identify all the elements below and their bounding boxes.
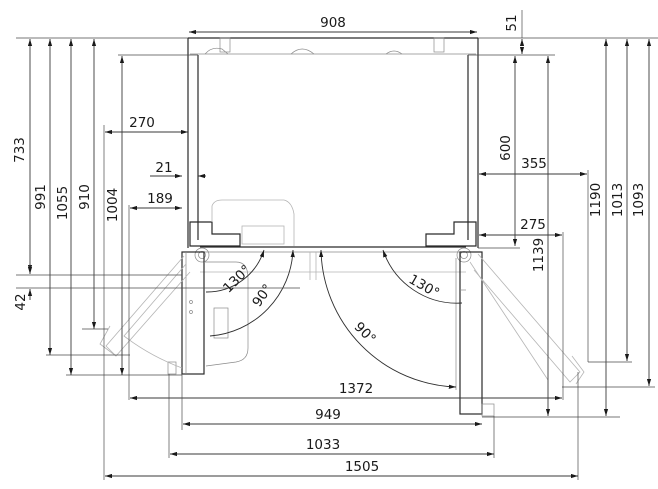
fridge-cabinet	[187, 37, 479, 280]
dim-1033: 1033	[306, 437, 340, 453]
left-hinge	[189, 199, 295, 263]
dim-1139: 1139	[531, 238, 547, 272]
right-door-90	[455, 251, 495, 417]
dim-733: 733	[12, 137, 28, 163]
angle-left-90: 90°	[249, 281, 276, 310]
dim-1372: 1372	[339, 381, 373, 397]
dim-949: 949	[315, 407, 341, 423]
dim-21: 21	[155, 160, 172, 176]
angle-arcs	[205, 249, 463, 389]
dim-600: 600	[498, 135, 514, 161]
dim-189: 189	[147, 191, 173, 207]
dim-355: 355	[521, 156, 547, 172]
dim-42: 42	[13, 293, 29, 310]
dim-1055: 1055	[55, 186, 71, 220]
dim-1004: 1004	[105, 188, 121, 222]
right-door-130-ghost	[469, 253, 585, 385]
dim-270: 270	[129, 115, 155, 131]
dim-991: 991	[33, 184, 49, 210]
angle-left-130: 130°	[220, 262, 254, 296]
dim-1190: 1190	[588, 183, 604, 217]
angle-labels: 130° 90° 130° 90°	[220, 262, 442, 347]
horizontal-dimensions: 908 270 21 189 355 275 1372 949 103	[103, 15, 589, 480]
left-door-130-ghost	[99, 255, 191, 369]
dim-1505: 1505	[345, 459, 379, 475]
dim-1013: 1013	[610, 183, 626, 217]
angle-right-130: 130°	[406, 271, 442, 301]
angle-right-90: 90°	[351, 319, 379, 347]
dim-1093: 1093	[631, 183, 647, 217]
vertical-dimensions-left: 733 991 1055 910 1004 42	[12, 37, 300, 376]
vertical-dimensions-right: 51 600 1139 1190 1013 1093	[468, 10, 658, 418]
dim-908: 908	[320, 15, 346, 31]
left-door-90	[167, 251, 249, 375]
dim-275: 275	[520, 217, 546, 233]
dim-51: 51	[504, 14, 520, 31]
dim-910: 910	[77, 184, 93, 210]
